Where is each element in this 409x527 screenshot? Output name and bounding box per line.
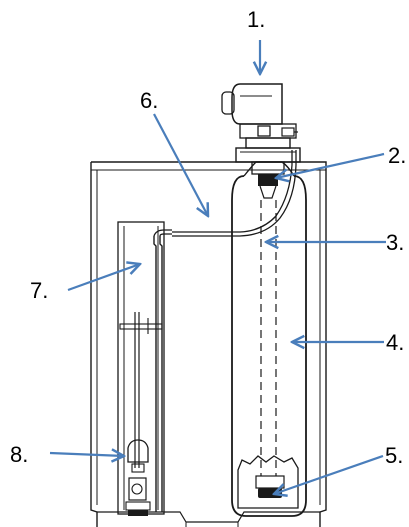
arrow-8 (49, 453, 124, 456)
callout-label-2: 2. (388, 143, 406, 168)
brine-well (117, 221, 165, 515)
callout-labels: 1. 2. 3. 4. 5. 6. 7. 8. (10, 7, 406, 468)
mineral-tank (231, 161, 307, 517)
brine-cabinet (90, 161, 327, 527)
callout-label-5: 5. (385, 443, 403, 468)
arrow-2 (276, 152, 385, 178)
callout-label-7: 7. (30, 278, 48, 303)
callout-label-1: 1. (247, 7, 265, 32)
arrow-6 (153, 113, 208, 216)
callout-label-6: 6. (140, 88, 158, 113)
callout-label-4: 4. (386, 330, 404, 355)
callout-arrows (49, 40, 386, 494)
callout-label-3: 3. (386, 230, 404, 255)
control-valve (221, 83, 301, 163)
brine-valve-float (119, 312, 163, 516)
bottom-distributor (237, 455, 299, 509)
arrow-5 (274, 454, 384, 494)
brine-line (153, 150, 297, 512)
callout-label-8: 8. (10, 442, 28, 467)
arrow-7 (67, 264, 140, 292)
